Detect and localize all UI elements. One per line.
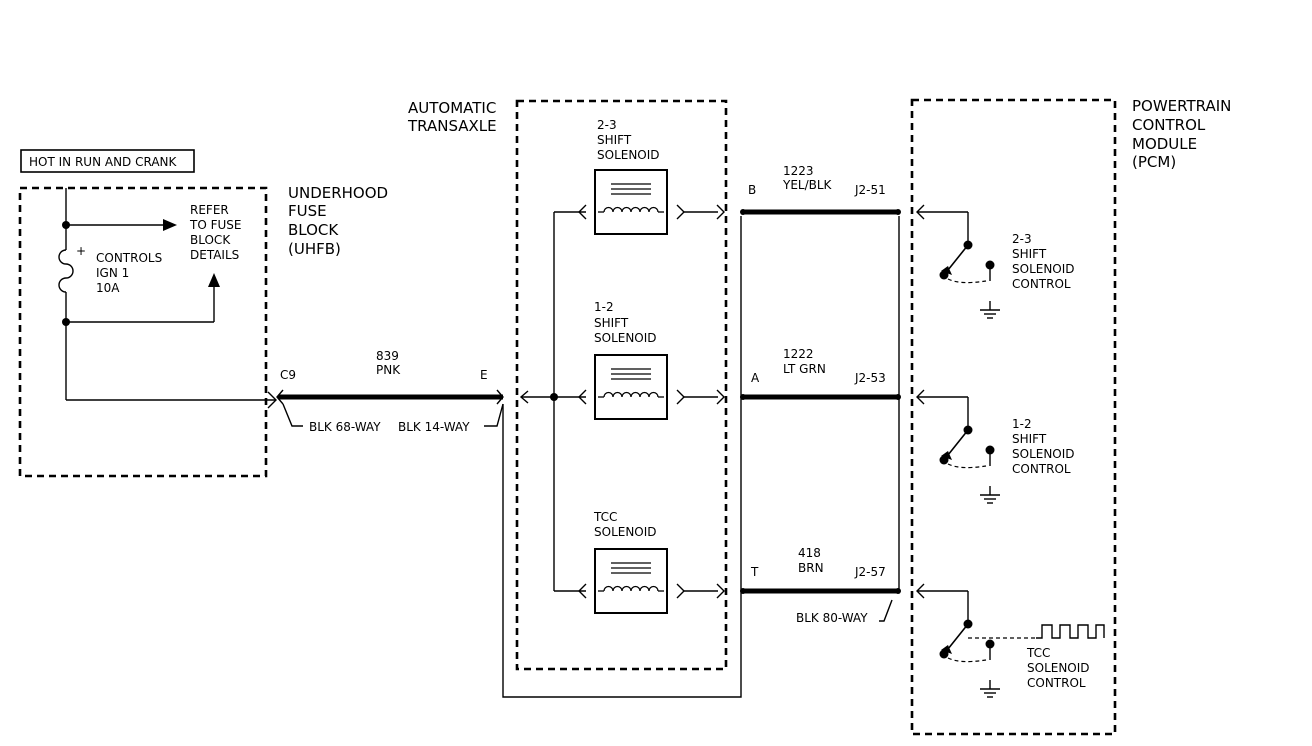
svg-text:SHIFT: SHIFT <box>1012 432 1047 446</box>
circuit-1223-color: YEL/BLK <box>782 178 833 192</box>
svg-text:SOLENOID: SOLENOID <box>594 525 657 539</box>
circuit-1223-terminal: J2-51 <box>854 183 886 197</box>
svg-text:CONTROL: CONTROL <box>1012 462 1071 476</box>
header-box <box>20 149 195 173</box>
uhfb-housing-label: BLK 68-WAY <box>309 420 381 434</box>
svg-text:AUTOMATIC: AUTOMATIC <box>408 99 496 117</box>
svg-text:TCC: TCC <box>593 510 617 524</box>
c9-connector-label: C9 <box>280 368 296 382</box>
circuit-1223-pin: B <box>748 183 756 197</box>
pcm-module-outline <box>910 98 1117 736</box>
pcm-title: POWERTRAIN CONTROL MODULE (PCM) <box>1132 97 1231 171</box>
svg-text:CONTROL: CONTROL <box>1027 676 1086 690</box>
svg-text:BLOCK: BLOCK <box>190 233 231 247</box>
circuit-418-number: 418 <box>798 546 821 560</box>
switch-1-2-control <box>938 424 996 469</box>
svg-text:SHIFT: SHIFT <box>594 316 629 330</box>
pcm-internal-wiring <box>916 204 1105 639</box>
svg-text:SOLENOID: SOLENOID <box>1027 661 1090 675</box>
connector-outline <box>502 404 742 698</box>
svg-text:CONTROLS: CONTROLS <box>96 251 162 265</box>
uhfb-module-outline <box>18 186 268 478</box>
pcm-housing-label: BLK 80-WAY <box>796 611 868 625</box>
circuit-839-wire <box>276 389 504 427</box>
svg-text:SOLENOID: SOLENOID <box>1012 447 1075 461</box>
transaxle-housing-label: BLK 14-WAY <box>398 420 470 434</box>
fuse-label: CONTROLS IGN 1 10A <box>96 251 162 295</box>
ground-1-2-icon <box>979 485 1001 504</box>
svg-text:UNDERHOOD: UNDERHOOD <box>288 184 388 202</box>
circuit-1222-wire <box>740 394 901 400</box>
solenoid-2-3-label: 2-3 SHIFT SOLENOID <box>597 118 660 162</box>
svg-text:FUSE: FUSE <box>288 202 327 220</box>
svg-text:(PCM): (PCM) <box>1132 153 1176 171</box>
circuit-1223-wire <box>740 209 901 215</box>
switch-2-3-control <box>938 239 996 284</box>
switch-tcc-control <box>938 618 996 663</box>
svg-text:CONTROL: CONTROL <box>1132 116 1206 134</box>
shift-solenoid-1-2-coil <box>594 354 668 420</box>
header-box-label: HOT IN RUN AND CRANK <box>29 155 178 169</box>
shift-solenoid-2-3-coil <box>594 169 668 235</box>
e-connector-label: E <box>480 368 488 382</box>
svg-text:1-2: 1-2 <box>1012 417 1032 431</box>
svg-text:(UHFB): (UHFB) <box>288 240 341 258</box>
ground-tcc-icon <box>979 679 1001 698</box>
control-tcc-label: TCC SOLENOID CONTROL <box>1026 646 1090 690</box>
uhfb-title: UNDERHOOD FUSE BLOCK (UHFB) <box>288 184 388 258</box>
circuit-418-color: BRN <box>798 561 824 575</box>
ground-2-3-icon <box>979 300 1001 319</box>
svg-text:SOLENOID: SOLENOID <box>597 148 660 162</box>
svg-text:DETAILS: DETAILS <box>190 248 239 262</box>
circuit-1222-terminal: J2-53 <box>854 371 886 385</box>
circuit-418-pin: T <box>750 565 759 579</box>
svg-text:MODULE: MODULE <box>1132 135 1197 153</box>
svg-text:2-3: 2-3 <box>597 118 617 132</box>
circuit-1223-number: 1223 <box>783 164 814 178</box>
svg-text:1-2: 1-2 <box>594 300 614 314</box>
svg-text:SHIFT: SHIFT <box>1012 247 1047 261</box>
svg-text:IGN 1: IGN 1 <box>96 266 129 280</box>
svg-text:REFER: REFER <box>190 203 229 217</box>
control-2-3-label: 2-3 SHIFT SOLENOID CONTROL <box>1012 232 1075 291</box>
tcc-solenoid-coil <box>594 548 668 614</box>
circuit-418-terminal: J2-57 <box>854 565 886 579</box>
transaxle-title: AUTOMATIC TRANSAXLE <box>407 99 497 135</box>
circuit-839-number: 839 <box>376 349 399 363</box>
circuit-1222-color: LT GRN <box>783 362 826 376</box>
pcm-connector-outline <box>740 216 900 622</box>
svg-text:TO FUSE: TO FUSE <box>189 218 241 232</box>
circuit-1222-number: 1222 <box>783 347 814 361</box>
fuse-plus: + <box>76 244 86 258</box>
circuit-418-wire <box>740 588 901 594</box>
svg-text:SHIFT: SHIFT <box>597 133 632 147</box>
svg-text:2-3: 2-3 <box>1012 232 1032 246</box>
circuit-1222-pin: A <box>751 371 760 385</box>
svg-text:TRANSAXLE: TRANSAXLE <box>407 117 497 135</box>
refer-label: REFER TO FUSE BLOCK DETAILS <box>189 203 241 262</box>
solenoid-tcc-label: TCC SOLENOID <box>593 510 657 539</box>
svg-text:SOLENOID: SOLENOID <box>1012 262 1075 276</box>
svg-text:TCC: TCC <box>1026 646 1050 660</box>
control-1-2-label: 1-2 SHIFT SOLENOID CONTROL <box>1012 417 1075 476</box>
svg-text:POWERTRAIN: POWERTRAIN <box>1132 97 1231 115</box>
svg-text:10A: 10A <box>96 281 120 295</box>
uhfb-internal-wiring <box>58 188 277 409</box>
circuit-839-color: PNK <box>376 363 401 377</box>
transaxle-internal-wiring <box>519 204 725 599</box>
svg-text:BLOCK: BLOCK <box>288 221 339 239</box>
solenoid-1-2-label: 1-2 SHIFT SOLENOID <box>594 300 657 345</box>
svg-text:CONTROL: CONTROL <box>1012 277 1071 291</box>
transaxle-module-outline <box>515 99 728 671</box>
svg-text:SOLENOID: SOLENOID <box>594 331 657 345</box>
